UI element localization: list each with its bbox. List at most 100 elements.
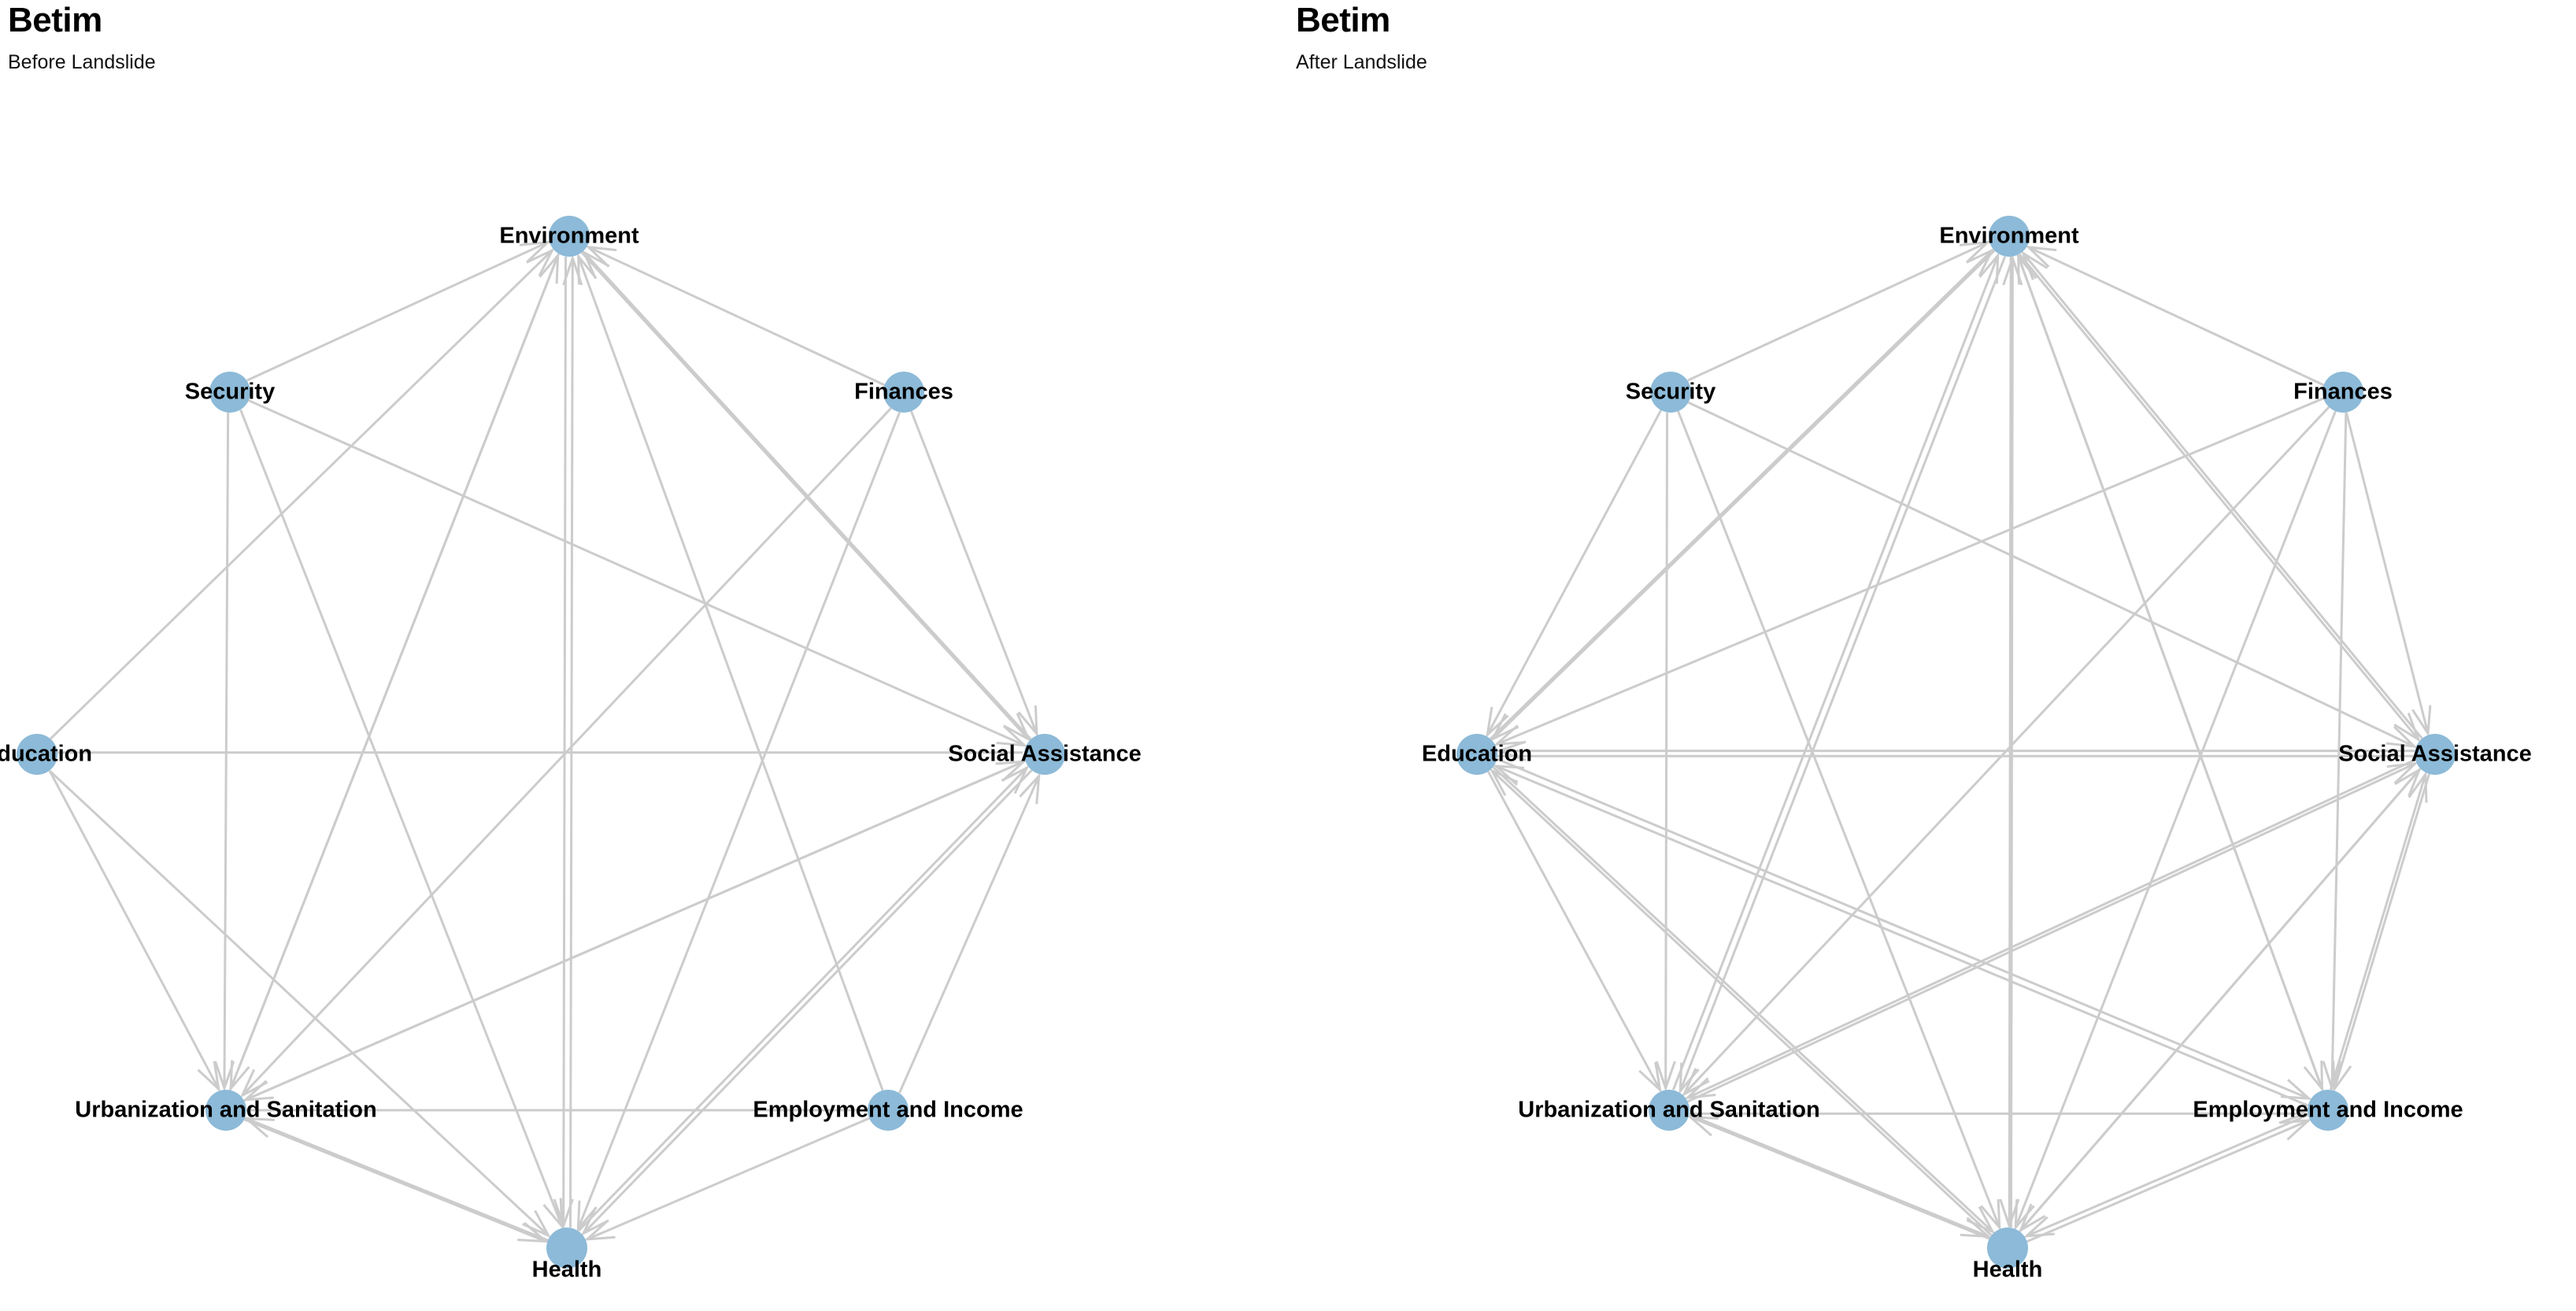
graph-edge — [1492, 766, 1994, 1233]
graph-node[interactable] — [17, 734, 57, 775]
graph-edge — [1689, 1113, 1989, 1238]
graph-node[interactable] — [209, 372, 250, 413]
graph-edge — [898, 775, 1041, 1094]
edge-arrowhead-icon — [242, 1080, 274, 1102]
graph-edge — [587, 1117, 870, 1241]
edge-arrowhead-icon — [2411, 705, 2432, 737]
nodes-group — [1456, 216, 2456, 1268]
graph-edge — [1490, 769, 1993, 1236]
graph-node[interactable] — [1650, 372, 1691, 413]
edge-arrowhead-icon — [585, 245, 617, 268]
edge-arrowhead-icon — [2278, 1103, 2310, 1124]
edge-arrowhead-icon — [1493, 724, 1525, 746]
page-title-before: Betim — [8, 1, 102, 39]
edge-arrowhead-icon — [2025, 245, 2057, 268]
edge-arrowhead-icon — [1019, 772, 1041, 805]
page-title-after: Betim — [1296, 1, 1390, 39]
graph-edge — [1686, 762, 2416, 1103]
graph-node[interactable] — [1024, 734, 1065, 775]
graph-node[interactable] — [1987, 1228, 2028, 1268]
graph-edge — [2345, 412, 2430, 734]
graph-edge — [2026, 1113, 2308, 1238]
edges-group — [48, 240, 1041, 1243]
edge-arrowhead-icon — [580, 1207, 609, 1236]
graph-edge — [582, 769, 1033, 1235]
edge-arrowhead-icon — [583, 1219, 616, 1241]
graph-node[interactable] — [205, 1090, 246, 1131]
graph-edge — [2022, 252, 2423, 739]
page-subtitle-after: After Landslide — [1296, 51, 1427, 73]
graph-node[interactable] — [1989, 216, 2030, 257]
edge-arrowhead-icon — [197, 1061, 220, 1093]
edge-arrowhead-icon — [2002, 254, 2023, 286]
graph-edge — [50, 249, 553, 740]
graph-node[interactable] — [549, 216, 590, 257]
edge-arrowhead-icon — [229, 1060, 250, 1092]
graph-node[interactable] — [2322, 372, 2363, 413]
edge-arrowhead-icon — [1966, 247, 1995, 276]
edge-arrowhead-icon — [2322, 1061, 2343, 1092]
graph-edge — [245, 759, 1026, 1102]
graph-edge — [248, 399, 1026, 747]
edge-arrowhead-icon — [522, 1209, 551, 1239]
network-graph-after — [1456, 216, 2456, 1268]
graph-edge — [2008, 256, 2012, 1227]
graph-edge — [2014, 410, 2337, 1228]
graph-edge — [1486, 409, 1663, 736]
graph-node[interactable] — [546, 1228, 587, 1268]
edge-arrowhead-icon — [1959, 240, 1991, 263]
graph-edge — [246, 1117, 549, 1242]
edge-arrowhead-icon — [2280, 1079, 2313, 1100]
edge-arrowhead-icon — [2393, 712, 2421, 743]
graph-edge — [580, 251, 1030, 740]
edge-arrowhead-icon — [2018, 1203, 2046, 1233]
edge-arrowhead-icon — [1003, 713, 1031, 743]
graph-edge — [1486, 771, 1661, 1091]
graph-edge — [1671, 254, 2000, 1091]
edge-arrowhead-icon — [581, 250, 610, 280]
graph-edge — [1687, 401, 2415, 748]
graph-edge — [2009, 258, 2014, 1228]
graph-edge — [2330, 413, 2348, 1089]
graph-node[interactable] — [1649, 1090, 1690, 1131]
graph-node[interactable] — [2415, 734, 2456, 775]
graph-node[interactable] — [883, 372, 924, 413]
edge-arrowhead-icon — [1638, 1061, 1662, 1094]
graph-edge — [48, 770, 220, 1090]
edge-arrowhead-icon — [1655, 1061, 1676, 1092]
graph-edge — [1497, 757, 2310, 1100]
edge-arrowhead-icon — [2386, 761, 2419, 784]
graph-edge — [576, 412, 901, 1230]
edge-arrowhead-icon — [1686, 1115, 1719, 1137]
graph-edge — [568, 258, 574, 1228]
edge-arrowhead-icon — [2332, 1061, 2352, 1093]
graph-edge — [229, 254, 560, 1089]
graph-node[interactable] — [1456, 734, 1497, 775]
edge-arrowhead-icon — [1980, 1198, 2001, 1231]
edge-arrowhead-icon — [1489, 768, 1519, 797]
panel-header-before: Betim Before Landslide — [8, 0, 1110, 74]
edge-arrowhead-icon — [2023, 1216, 2055, 1238]
graph-node[interactable] — [868, 1090, 909, 1131]
edge-arrowhead-icon — [519, 240, 551, 263]
graph-edge — [1664, 412, 1669, 1088]
edge-arrowhead-icon — [996, 725, 1028, 747]
graph-edge — [1687, 241, 1989, 382]
graph-edge — [1492, 250, 1996, 740]
edge-arrowhead-icon — [1966, 1205, 1996, 1235]
graph-edge — [587, 246, 886, 387]
graph-node[interactable] — [2308, 1090, 2348, 1131]
edge-arrowhead-icon — [576, 1200, 598, 1232]
graph-edge — [2027, 246, 2325, 387]
graph-edge — [2026, 1119, 2309, 1243]
panel-header-after: Betim After Landslide — [1296, 0, 2398, 74]
edge-arrowhead-icon — [542, 1198, 564, 1230]
edge-arrowhead-icon — [242, 1117, 275, 1139]
graph-edge — [1686, 758, 2416, 1099]
edge-arrowhead-icon — [2303, 1060, 2324, 1093]
edge-arrowhead-icon — [2408, 771, 2428, 803]
graph-edge — [1690, 1116, 1990, 1240]
